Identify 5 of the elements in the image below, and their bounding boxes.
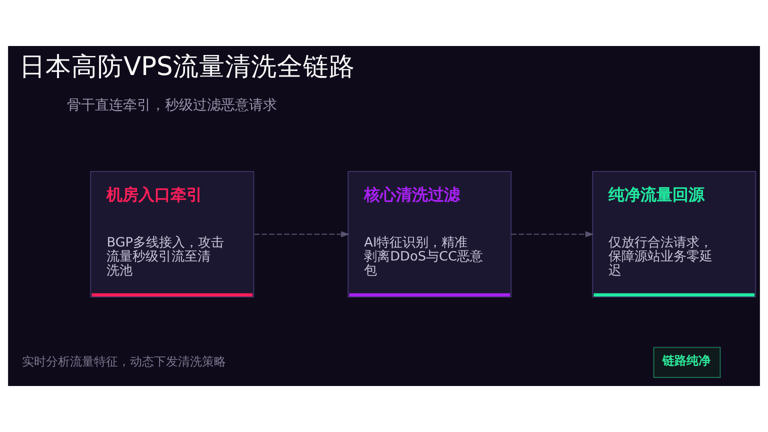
arrow	[511, 231, 594, 238]
label: 骨干直连牵引，秒级过滤恶意请求	[67, 98, 278, 114]
label: 实时分析流量特征，动态下发清洗策略	[22, 354, 226, 368]
diagram-title: 日本高防VPS流量清洗全链路	[19, 52, 355, 82]
arrow	[254, 231, 350, 238]
